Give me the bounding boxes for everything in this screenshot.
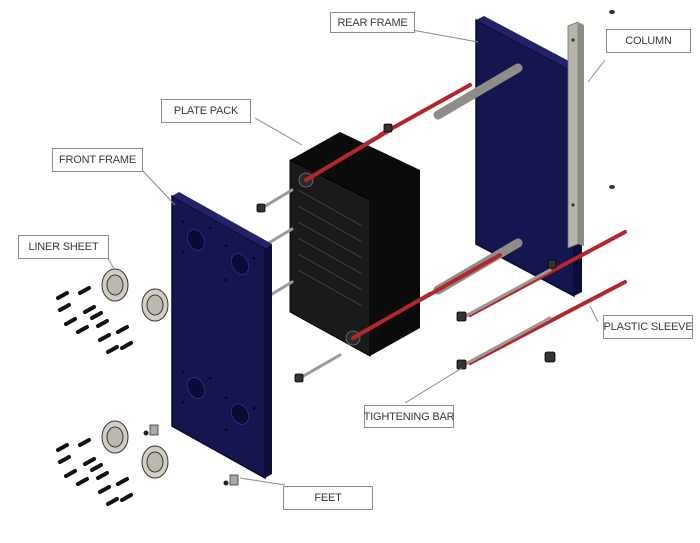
label-feet: FEET: [283, 486, 373, 510]
bolt-stud: [96, 471, 109, 480]
label-liner-sheet: LINER SHEET: [18, 235, 109, 259]
bolt-stud: [120, 493, 133, 502]
bolt-stud: [76, 325, 89, 334]
bolt-stud: [83, 457, 96, 466]
label-rear-frame: REAR FRAME: [330, 12, 415, 33]
bolt-stud: [90, 463, 103, 472]
bolt-stud: [56, 291, 69, 300]
bolt-stud: [116, 477, 129, 486]
bolt-stud: [56, 443, 69, 452]
bolt-stud: [90, 311, 103, 320]
leader-lines: [107, 29, 606, 486]
column-part: [567, 21, 584, 249]
bolt-stud: [78, 286, 91, 295]
liner-sheets: [101, 268, 169, 479]
bolt-stud: [106, 345, 119, 354]
label-tightening-bar: TIGHTENING BAR: [364, 405, 455, 428]
bolt-stud: [120, 341, 133, 350]
bolt-stud: [98, 333, 111, 342]
front-rods: [260, 128, 432, 380]
plate-pack-part: [289, 132, 420, 357]
bolt-stud: [83, 305, 96, 314]
label-front-frame: FRONT FRAME: [52, 148, 143, 172]
front-frame-part: [171, 192, 272, 480]
label-plate-pack: PLATE PACK: [161, 99, 251, 123]
bolt-stud: [58, 303, 71, 312]
bolt-stud: [64, 317, 77, 326]
bolt-stud: [106, 497, 119, 506]
bolt-stud: [78, 438, 91, 447]
bolt-stud: [64, 469, 77, 478]
bolt-stud: [76, 477, 89, 486]
bolt-stud: [96, 319, 109, 328]
bolt-stud: [98, 485, 111, 494]
bolt-stud: [58, 455, 71, 464]
bolts: [56, 286, 133, 506]
feet-part: [143, 424, 239, 486]
label-plastic-sleeve: PLASTIC SLEEVE: [603, 315, 693, 339]
small-parts: [609, 10, 615, 189]
bolt-stud: [116, 325, 129, 334]
label-column: COLUMN: [606, 29, 691, 53]
